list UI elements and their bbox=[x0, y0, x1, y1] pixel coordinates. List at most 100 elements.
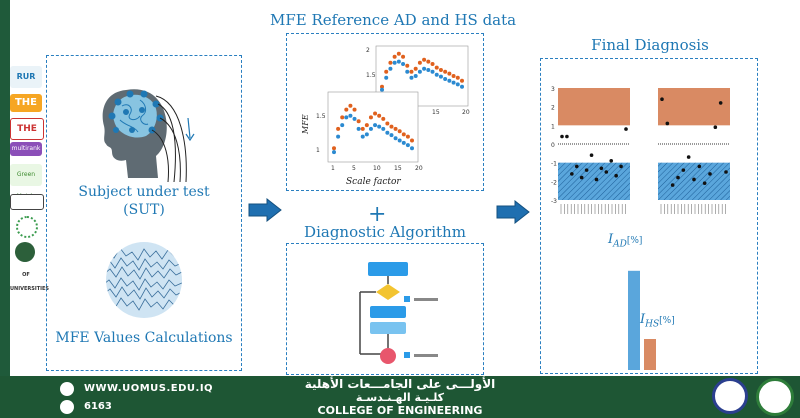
final-diagnosis-title: Final Diagnosis bbox=[591, 36, 709, 54]
back-point bbox=[426, 68, 431, 72]
front-point bbox=[344, 115, 349, 120]
diag-point bbox=[619, 164, 623, 169]
front-point bbox=[410, 146, 414, 151]
diag-point bbox=[681, 168, 686, 172]
mfe-calculations-label: MFE Values Calculations bbox=[55, 330, 233, 346]
website-link[interactable]: WWW.UOMUS.EDU.IQ bbox=[84, 383, 214, 394]
front-point bbox=[397, 138, 402, 143]
brain-head-icon bbox=[102, 89, 195, 182]
subject-label-line2: (SUT) bbox=[123, 202, 165, 218]
plus-sign: + bbox=[368, 202, 387, 227]
front-ytick: 1.5 bbox=[316, 113, 326, 120]
front-point bbox=[410, 138, 414, 143]
back-point bbox=[434, 72, 439, 77]
diag-point bbox=[676, 175, 680, 180]
bar-label-hs: IHS[%] bbox=[640, 312, 675, 330]
front-point bbox=[360, 126, 365, 131]
bar-label-hs-symbol: I bbox=[640, 312, 646, 327]
back-point bbox=[405, 63, 410, 68]
diag-ytick: 0 bbox=[551, 142, 555, 149]
mfe-reference-title: MFE Reference AD and HS data bbox=[270, 11, 517, 29]
ad-region bbox=[558, 88, 630, 126]
diag-point bbox=[609, 159, 614, 163]
hs-region bbox=[658, 162, 730, 200]
back-point bbox=[443, 69, 448, 74]
back-point bbox=[443, 77, 448, 81]
universities-logo: OF UNIVERSITIES bbox=[10, 272, 49, 292]
diag-point bbox=[697, 164, 702, 169]
diag-point bbox=[713, 125, 718, 129]
front-point bbox=[340, 115, 345, 120]
front-point bbox=[352, 107, 357, 112]
green-side-strip bbox=[0, 0, 10, 418]
bar-label-hs-sub: HS bbox=[645, 319, 660, 330]
back-point bbox=[405, 69, 410, 74]
phone-icon bbox=[60, 400, 74, 414]
diag-point bbox=[702, 181, 707, 185]
front-point bbox=[364, 123, 369, 128]
front-point bbox=[389, 124, 394, 129]
university-seal bbox=[712, 378, 748, 414]
diag-ytick: -3 bbox=[551, 198, 557, 205]
back-point bbox=[396, 59, 401, 64]
index-bar-chart bbox=[628, 270, 656, 370]
back-point bbox=[460, 84, 464, 89]
arab-ranking-logo bbox=[15, 242, 35, 262]
front-point bbox=[393, 136, 398, 141]
diag-point bbox=[579, 175, 584, 180]
back-point bbox=[447, 71, 452, 76]
multirank-logo: multirank bbox=[10, 142, 42, 156]
mfe-ylabel: MFE bbox=[301, 114, 310, 135]
green-metric-logo: Green Metric bbox=[10, 164, 42, 200]
algorithm-panel bbox=[286, 243, 484, 375]
arrow-right-icon-2 bbox=[496, 200, 530, 224]
front-point bbox=[368, 115, 373, 120]
eeg-signal-icon bbox=[106, 242, 182, 318]
subject-label-line1: Subject under test bbox=[78, 184, 210, 200]
front-ytick: 1 bbox=[316, 147, 320, 154]
index-bar bbox=[628, 270, 640, 370]
front-point bbox=[348, 103, 353, 108]
back-point bbox=[451, 74, 456, 78]
back-point bbox=[422, 66, 427, 71]
back-point bbox=[401, 54, 406, 59]
front-point bbox=[393, 126, 398, 131]
phone-number: 6163 bbox=[84, 401, 112, 412]
front-xtick: 10 bbox=[373, 165, 381, 172]
college-title: COLLEGE OF ENGINEERING bbox=[317, 404, 483, 417]
left-panel bbox=[46, 55, 242, 371]
sdg-logo bbox=[16, 216, 38, 238]
diag-point bbox=[560, 134, 564, 139]
bar-label-ad-symbol: I bbox=[608, 232, 614, 247]
diag-point bbox=[665, 121, 670, 126]
the-logo: THE bbox=[10, 94, 42, 112]
front-point bbox=[332, 146, 336, 151]
back-point bbox=[455, 82, 460, 87]
back-point bbox=[430, 69, 435, 74]
front-point bbox=[352, 116, 357, 121]
diag-point bbox=[565, 134, 569, 139]
diag-point bbox=[599, 166, 604, 171]
diag-point bbox=[584, 168, 589, 172]
footer-bar bbox=[0, 376, 800, 418]
back-point bbox=[417, 69, 422, 74]
back-point bbox=[451, 80, 456, 85]
back-point bbox=[392, 60, 397, 65]
back-point bbox=[384, 75, 389, 80]
back-point bbox=[388, 60, 393, 65]
bar-label-ad-unit: [%] bbox=[626, 236, 643, 246]
back-point bbox=[460, 78, 464, 83]
back-point bbox=[392, 54, 397, 59]
front-point bbox=[348, 113, 353, 118]
back-point bbox=[384, 69, 389, 74]
the-impact-logo: THE bbox=[10, 118, 44, 140]
diag-point bbox=[708, 172, 712, 176]
diag-point bbox=[718, 101, 723, 105]
back-point bbox=[426, 59, 431, 64]
front-point bbox=[385, 121, 390, 126]
diag-point bbox=[692, 177, 696, 182]
front-point bbox=[332, 150, 336, 155]
diag-point bbox=[604, 170, 609, 174]
back-point bbox=[413, 66, 418, 71]
